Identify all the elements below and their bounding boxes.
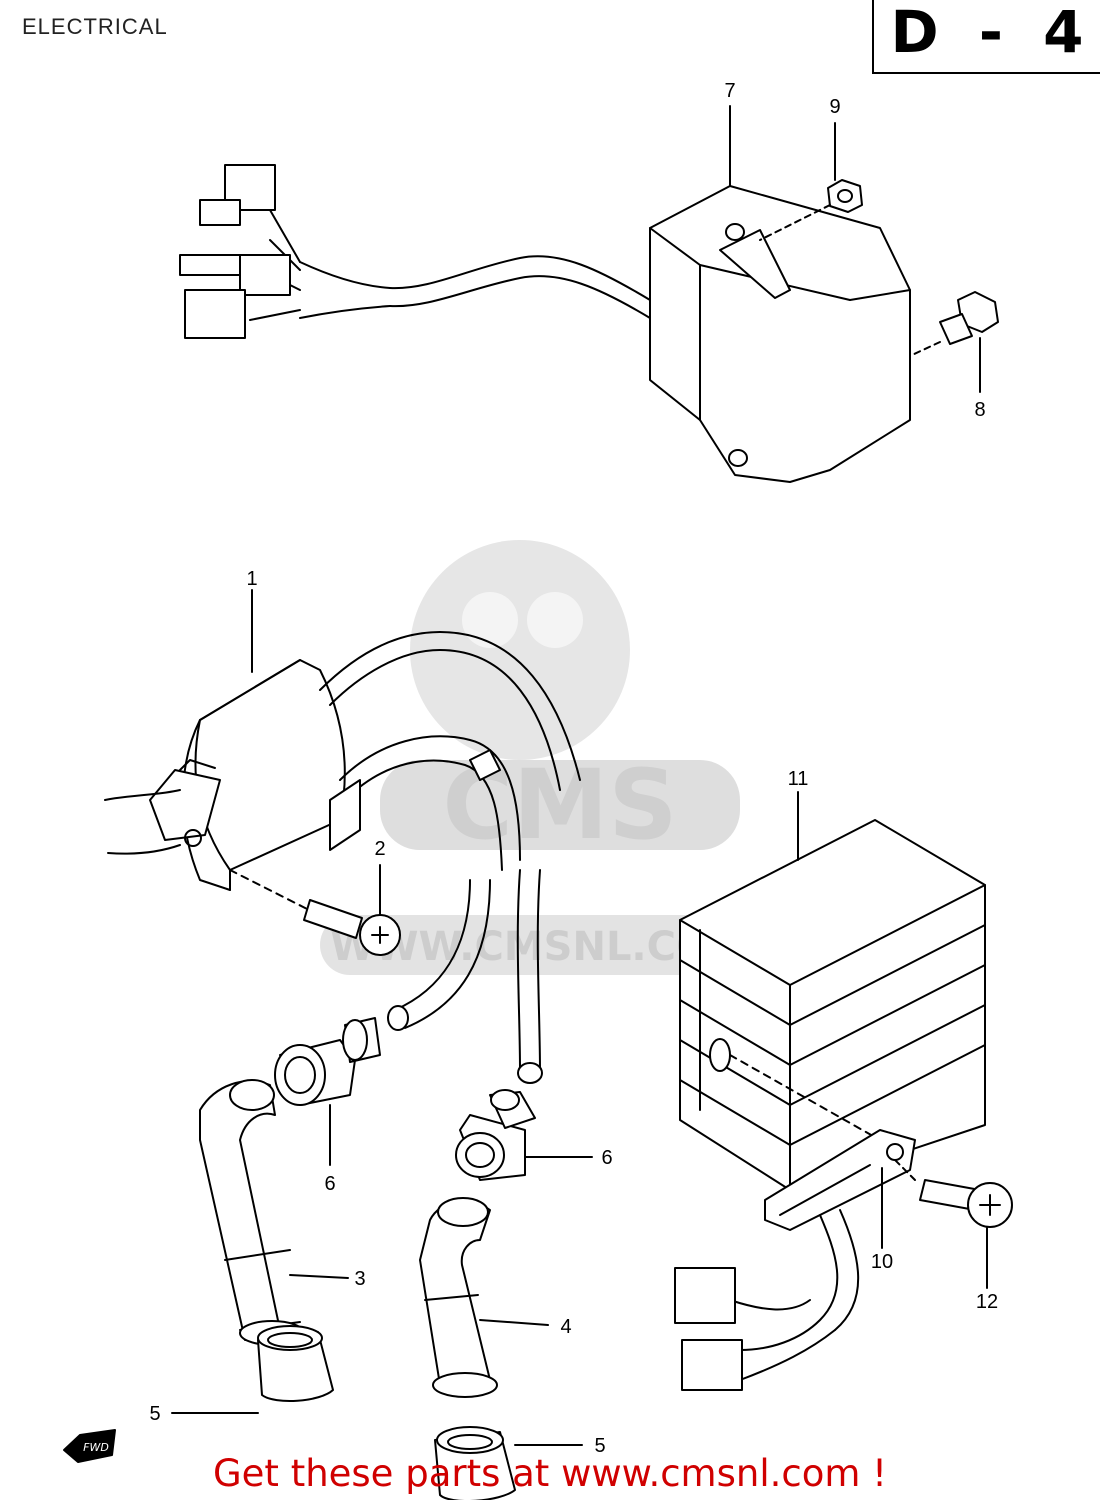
callout-2: 2 bbox=[374, 838, 385, 860]
part-5-cover-left[interactable] bbox=[257, 1325, 334, 1402]
callout-12: 12 bbox=[976, 1291, 998, 1313]
callout-10: 10 bbox=[871, 1251, 893, 1273]
part-1-ignition-coil[interactable] bbox=[104, 631, 581, 919]
part-9-nut[interactable] bbox=[759, 179, 863, 241]
fwd-arrow-icon: FWD bbox=[63, 1429, 116, 1463]
callout-3: 3 bbox=[354, 1268, 365, 1290]
page-title: ELECTRICAL bbox=[22, 14, 168, 39]
leader-lines bbox=[171, 105, 988, 1446]
part-3-plug-cap[interactable] bbox=[199, 1079, 305, 1346]
part-6-seal-left[interactable] bbox=[274, 1017, 381, 1106]
section-code: D - 4 bbox=[890, 0, 1094, 66]
ht-lead-left[interactable] bbox=[387, 879, 491, 1031]
callout-6-right: 6 bbox=[601, 1147, 612, 1169]
callout-7: 7 bbox=[724, 80, 735, 102]
fwd-label: FWD bbox=[83, 1441, 109, 1454]
part-7-cdi-unit[interactable] bbox=[179, 164, 911, 483]
callout-5-right: 5 bbox=[594, 1435, 605, 1457]
callout-6-left: 6 bbox=[324, 1173, 335, 1195]
callout-8: 8 bbox=[974, 399, 985, 421]
callout-labels: 1 2 3 4 5 5 6 6 7 8 9 10 11 12 bbox=[149, 80, 998, 1457]
callout-5-left: 5 bbox=[149, 1403, 160, 1425]
part-11-regulator[interactable] bbox=[679, 819, 986, 1191]
footer-link[interactable]: Get these parts at www.cmsnl.com ! bbox=[212, 1452, 887, 1495]
callout-1: 1 bbox=[246, 568, 257, 590]
section-code-box: D - 4 bbox=[872, 0, 1100, 74]
callout-4: 4 bbox=[560, 1316, 571, 1338]
part-4-plug-cap[interactable] bbox=[419, 1197, 498, 1398]
part-12-screw[interactable] bbox=[894, 1159, 1013, 1228]
part-6-seal-right[interactable] bbox=[455, 1089, 536, 1181]
callout-9: 9 bbox=[829, 96, 840, 118]
part-8-bolt[interactable] bbox=[911, 291, 999, 356]
watermark-badge bbox=[380, 760, 740, 850]
part-5-cover-right[interactable] bbox=[434, 1426, 516, 1500]
callout-11: 11 bbox=[788, 768, 809, 790]
regulator-harness[interactable] bbox=[674, 1209, 860, 1391]
ht-lead-right[interactable] bbox=[516, 869, 543, 1084]
watermark-mascot bbox=[410, 540, 630, 760]
watermark: CMS WWW.CMSNL.COM bbox=[320, 540, 760, 975]
part-10-bracket[interactable] bbox=[764, 1129, 916, 1231]
